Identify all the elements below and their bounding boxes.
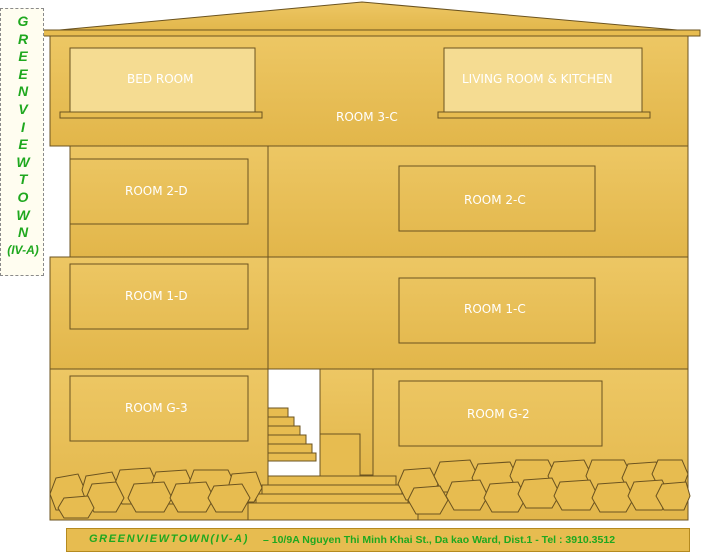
interior-stairs [267, 407, 317, 462]
room-2d-box [69, 158, 249, 225]
front-steps [247, 475, 419, 521]
room-1c-label: ROOM 1-C [464, 302, 526, 316]
side-banner-suffix: (IV-A) [7, 242, 39, 257]
bed-room-label: BED ROOM [127, 72, 194, 86]
room-g2-box [398, 380, 603, 447]
room-g2-label: ROOM G-2 [467, 407, 530, 421]
living-room-sill [437, 111, 651, 119]
living-room-kitchen-label: LIVING ROOM & KITCHEN [462, 72, 613, 86]
side-banner-letter: E [18, 48, 28, 65]
side-banner-letter: W [16, 206, 30, 223]
footer-brand: GREENVIEWTOWN(IV-A) [89, 533, 249, 545]
footer-bar: GREENVIEWTOWN(IV-A) – 10/9A Nguyen Thi M… [66, 528, 690, 552]
side-banner-letter: N [17, 224, 29, 241]
room-2c-label: ROOM 2-C [464, 193, 526, 207]
room-1d-label: ROOM 1-D [125, 289, 188, 303]
side-banner-letter: N [17, 83, 29, 100]
side-banner-letter: R [17, 30, 29, 47]
bed-room-sill [59, 111, 263, 119]
bed-room-window [69, 47, 256, 113]
room-3c-label: ROOM 3-C [336, 110, 398, 124]
room-g3-label: ROOM G-3 [125, 401, 188, 415]
floor-1-right-wall [267, 256, 689, 370]
floor-1-left-wall [49, 256, 269, 370]
roof [37, 1, 701, 33]
stone-hedge-left [49, 467, 263, 519]
footer-address: – 10/9A Nguyen Thi Minh Khai St., Da kao… [263, 534, 616, 546]
stone-hedge-right [397, 459, 691, 515]
side-banner-letter: E [18, 136, 28, 153]
side-banner-letter: O [17, 188, 29, 205]
side-banner-letter: E [18, 65, 28, 82]
side-banner-letter: W [16, 153, 30, 170]
living-room-window [443, 47, 643, 113]
doorway-block [319, 433, 361, 477]
room-2c-box [398, 165, 596, 232]
side-banner-letter: T [18, 171, 28, 188]
room-2d-label: ROOM 2-D [125, 184, 188, 198]
roof-beam [37, 29, 701, 37]
room-g3-box [69, 375, 249, 442]
floor-2-right-wall [267, 145, 689, 258]
side-banner-letter: G [17, 13, 29, 29]
room-1c-box [398, 277, 596, 344]
floor-2-left-wall [69, 145, 269, 258]
room-1d-box [69, 263, 249, 330]
side-banner-letter: V [18, 100, 28, 117]
side-banner-letter: I [21, 118, 25, 135]
